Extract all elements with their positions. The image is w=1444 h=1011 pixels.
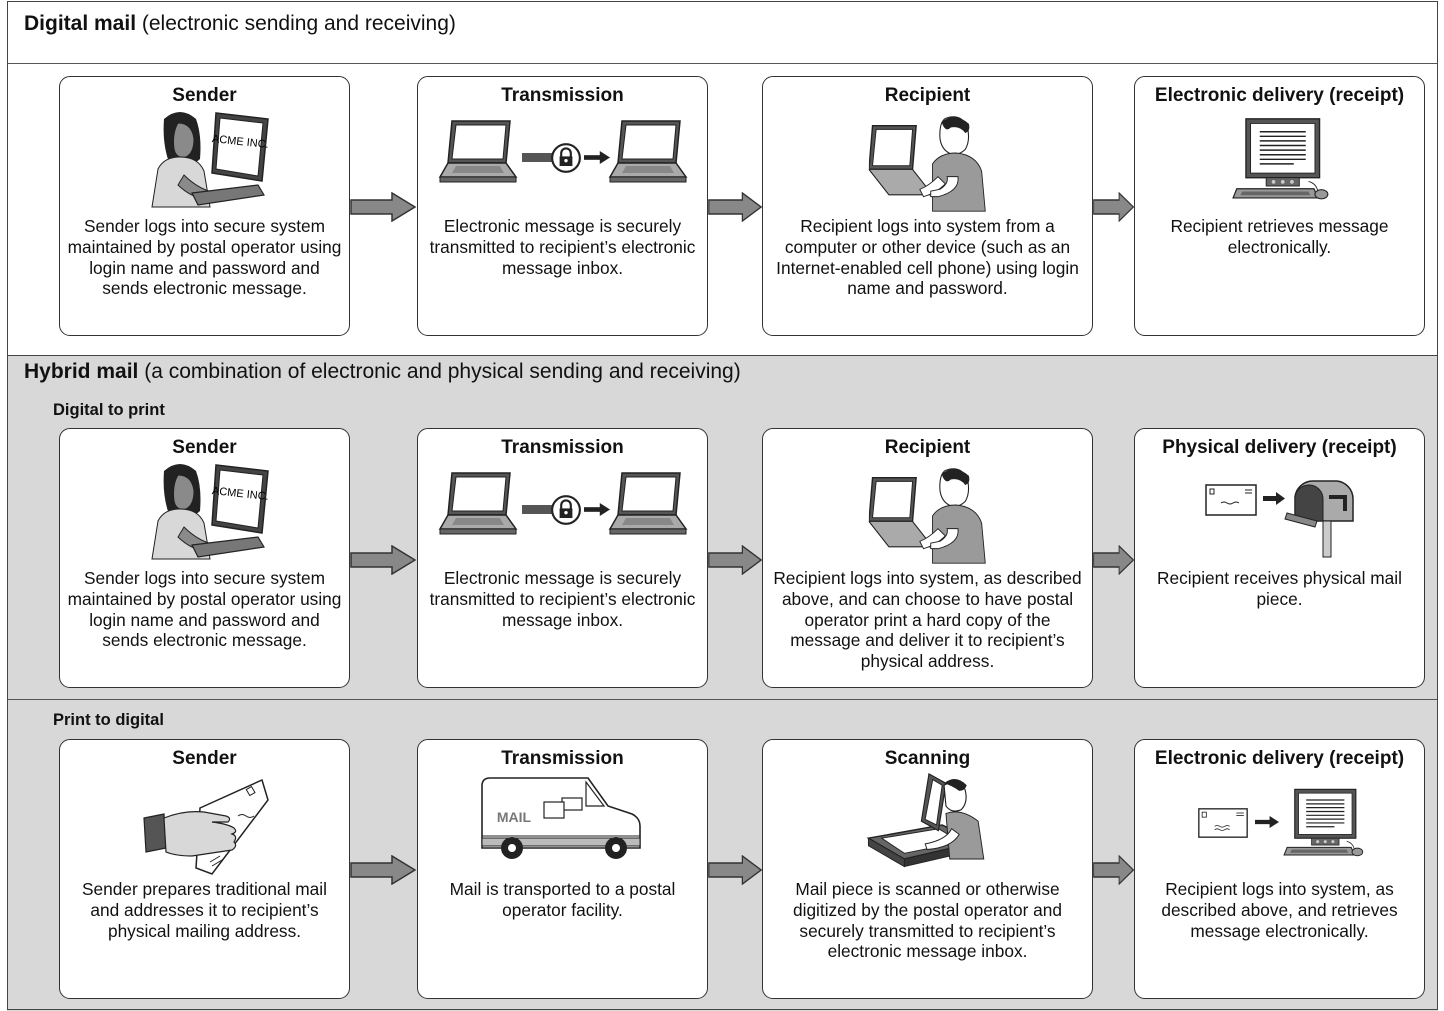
digital-to-print-subtitle: Digital to print: [53, 401, 165, 419]
envelope-computer-icon: [1135, 786, 1424, 870]
digital-mail-title: Digital mail (electronic sending and rec…: [24, 12, 456, 35]
divider: [7, 699, 1438, 700]
woman-laptop-icon: ACME INC.: [60, 461, 349, 561]
box-text: Electronic message is securely transmitt…: [429, 216, 696, 278]
print-to-digital-subtitle: Print to digital: [53, 711, 164, 729]
box-text: Mail piece is scanned or otherwise digit…: [793, 879, 1062, 962]
box-title: Scanning: [884, 748, 971, 769]
hand-envelope-icon: [60, 778, 349, 878]
flow-arrow: [350, 192, 416, 222]
mail-truck-icon: MAIL: [418, 776, 707, 866]
ptd-scanning-box: Scanning Mail piece is scanned or otherw…: [762, 739, 1093, 999]
box-text: Sender prepares traditional mail and add…: [82, 879, 327, 941]
dtp-sender-box: Sender ACME INC. Sender logs into secure…: [59, 428, 350, 688]
ptd-sender-box: Sender Sender prepares traditional mail …: [59, 739, 350, 999]
svg-text:MAIL: MAIL: [496, 809, 531, 825]
box-title: Sender: [172, 437, 237, 458]
man-laptop-icon: [763, 113, 1092, 213]
man-scanner-icon: [763, 772, 1092, 876]
box-text: Recipient logs into system, as described…: [1161, 879, 1398, 941]
laptop-lock-laptop-icon: [418, 469, 707, 539]
box-title: Electronic delivery (receipt): [1154, 85, 1405, 106]
laptop-lock-laptop-icon: [418, 117, 707, 187]
flow-arrow: [1093, 545, 1134, 575]
truck-label: MAIL: [496, 809, 531, 825]
laptop-label: ACME INC.: [211, 133, 269, 151]
digital-sender-box: Sender ACME INC. Sender logs into secure…: [59, 76, 350, 336]
ptd-transmission-box: Transmission MAIL Mail is transported to…: [417, 739, 708, 999]
box-title: Sender: [172, 748, 237, 769]
box-text: Electronic message is securely transmitt…: [429, 568, 696, 630]
flow-arrow: [1093, 192, 1134, 222]
box-title: Transmission: [501, 437, 624, 458]
box-title: Sender: [172, 85, 237, 106]
dtp-recipient-box: Recipient Recipient logs into system, as…: [762, 428, 1093, 688]
flow-arrow: [708, 855, 762, 885]
box-text: Sender logs into secure system maintaine…: [67, 568, 342, 651]
woman-laptop-icon: ACME INC.: [60, 109, 349, 209]
envelope-mailbox-icon: [1135, 479, 1424, 559]
man-laptop-icon: [763, 465, 1092, 565]
dtp-transmission-box: Transmission Electronic message is secur…: [417, 428, 708, 688]
svg-text:ACME INC.: ACME INC.: [211, 485, 269, 503]
dtp-physical-delivery-box: Physical delivery (receipt) Recipient re…: [1134, 428, 1425, 688]
box-text: Recipient logs into system from a comput…: [776, 216, 1079, 299]
box-text: Recipient receives physical mail piece.: [1157, 568, 1402, 609]
ptd-electronic-delivery-box: Electronic delivery (receipt) Recipient …: [1134, 739, 1425, 999]
laptop-label: ACME INC.: [211, 485, 269, 503]
digital-electronic-delivery-box: Electronic delivery (receipt) Recipient …: [1134, 76, 1425, 336]
desktop-computer-icon: [1135, 117, 1424, 209]
flow-arrow: [350, 855, 416, 885]
box-title: Transmission: [501, 748, 624, 769]
hybrid-mail-title: Hybrid mail (a combination of electronic…: [24, 360, 741, 383]
divider: [7, 63, 1438, 64]
box-title: Recipient: [884, 85, 971, 106]
box-text: Recipient retrieves message electronical…: [1170, 216, 1389, 257]
box-text: Sender logs into secure system maintaine…: [67, 216, 342, 299]
flow-arrow: [708, 192, 762, 222]
digital-recipient-box: Recipient Recipient logs into system fro…: [762, 76, 1093, 336]
box-text: Recipient logs into system, as described…: [773, 568, 1082, 672]
box-title: Physical delivery (receipt): [1162, 437, 1397, 458]
flow-arrow: [708, 545, 762, 575]
flow-arrow: [350, 545, 416, 575]
box-title: Electronic delivery (receipt): [1154, 748, 1405, 769]
flow-arrow: [1093, 855, 1134, 885]
box-text: Mail is transported to a postal operator…: [449, 879, 676, 920]
svg-text:ACME INC.: ACME INC.: [211, 133, 269, 151]
digital-transmission-box: Transmission Electronic message is secur…: [417, 76, 708, 336]
box-title: Recipient: [884, 437, 971, 458]
box-title: Transmission: [501, 85, 624, 106]
